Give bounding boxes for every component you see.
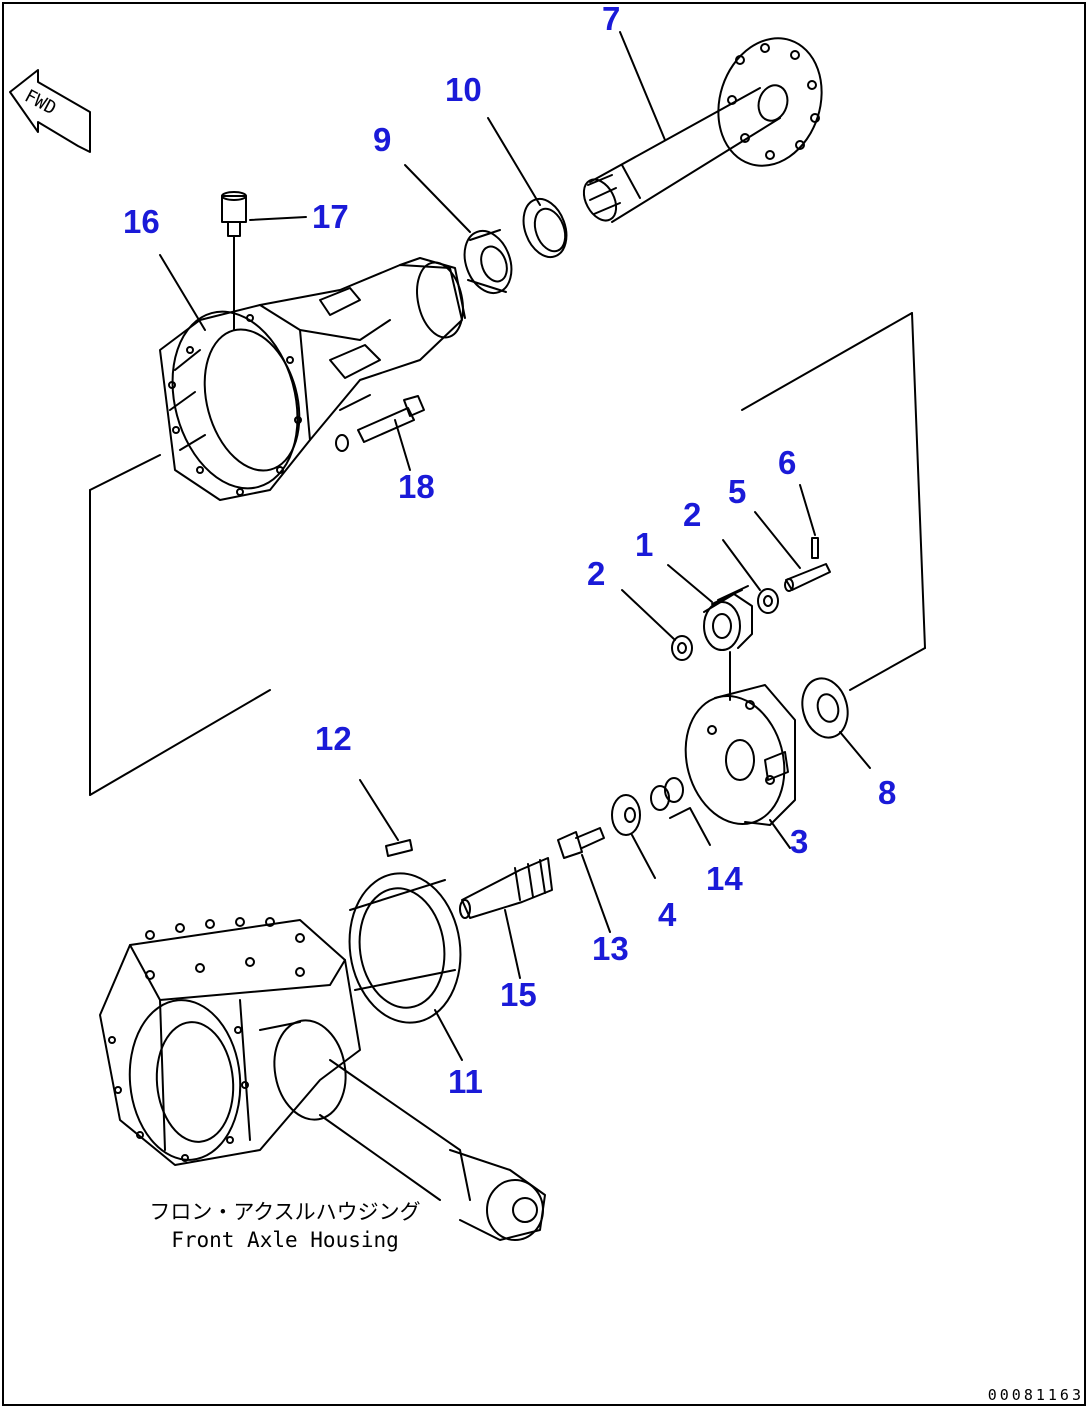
callout-13: 13 — [592, 930, 629, 967]
part-6-pin — [799, 484, 819, 559]
callout-9: 9 — [373, 121, 392, 158]
part-15-sun-shaft — [459, 857, 553, 979]
part-7-axle-shaft — [582, 37, 823, 223]
part-8-ring — [801, 677, 871, 769]
part-1-planet-gear — [667, 564, 753, 701]
part-12-pin — [359, 779, 413, 857]
phantom-line-5 — [911, 312, 926, 649]
part-3-carrier — [684, 684, 796, 849]
callout-4: 4 — [658, 896, 677, 933]
callout-2-lower: 2 — [587, 555, 606, 592]
callout-7: 7 — [602, 0, 621, 37]
part-2-washer-lower — [621, 589, 693, 661]
part-11-ring-gear — [348, 872, 463, 1061]
part-18-bolt — [335, 395, 425, 471]
front-axle-housing — [99, 917, 546, 1241]
callout-17: 17 — [312, 198, 349, 235]
callout-11: 11 — [448, 1063, 483, 1100]
callout-2-upper: 2 — [683, 496, 702, 533]
callout-18: 18 — [398, 468, 435, 505]
callout-10: 10 — [445, 71, 482, 108]
leader-10 — [487, 117, 541, 206]
callout-8: 8 — [878, 774, 897, 811]
part-16-housing — [159, 257, 466, 501]
phantom-line-4 — [741, 312, 913, 411]
housing-caption-jp: フロン・アクスルハウジング — [149, 1200, 421, 1224]
part-17-breather — [221, 191, 307, 331]
part-4-plate — [611, 794, 656, 879]
callout-12: 12 — [315, 720, 352, 757]
leader-16 — [159, 254, 206, 331]
part-5-shaft — [754, 511, 831, 592]
callout-14: 14 — [706, 860, 743, 897]
part-10-ring — [522, 197, 568, 259]
callout-3: 3 — [790, 823, 809, 860]
drawing-number: 00081163 — [987, 1386, 1084, 1404]
phantom-line-1 — [89, 454, 161, 491]
housing-caption-en: Front Axle Housing — [171, 1228, 399, 1252]
callout-6: 6 — [778, 444, 797, 481]
phantom-line-6 — [849, 647, 926, 691]
phantom-line-3 — [89, 689, 271, 796]
part-14-shims — [650, 777, 711, 846]
callout-15: 15 — [500, 976, 537, 1013]
leader-7 — [619, 31, 666, 141]
callout-16: 16 — [123, 203, 160, 240]
leader-9 — [404, 164, 471, 233]
callout-5: 5 — [728, 473, 747, 510]
callout-1: 1 — [635, 526, 654, 563]
part-2-washer-upper — [722, 539, 779, 614]
part-9-bearing — [463, 229, 513, 294]
part-13-bolt — [557, 827, 611, 933]
fwd-arrow-icon — [9, 69, 91, 153]
